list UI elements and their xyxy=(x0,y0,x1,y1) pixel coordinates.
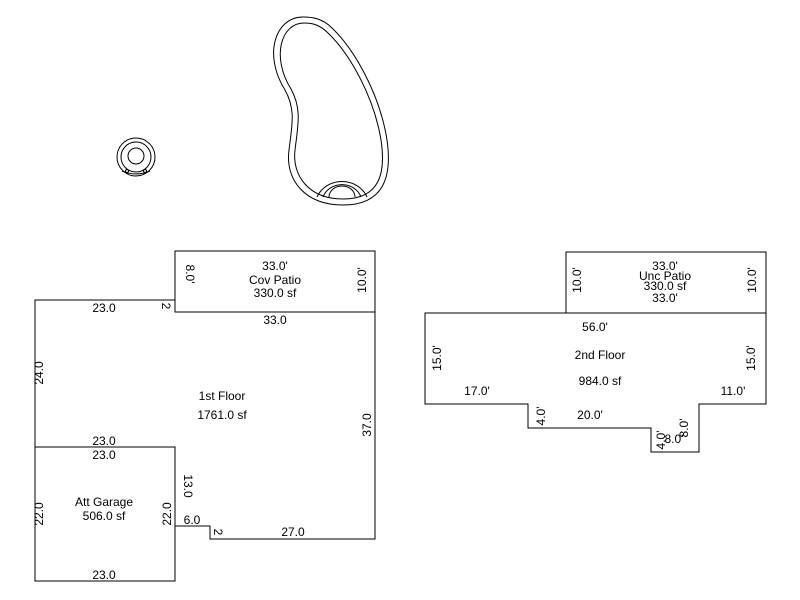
unc-patio-area: 33.0' Unc Patio 330.0 sf 33.0' 10.0' 10.… xyxy=(565,251,767,314)
pool-icon xyxy=(273,16,389,206)
cov-patio-right-dim: 10.0' xyxy=(355,267,369,293)
second-floor-left-dim: 15.0' xyxy=(430,345,444,371)
cov-patio-top-dim: 33.0' xyxy=(262,259,288,273)
garage-area: 23.0 13.0 Att Garage 506.0 sf 22.0 22.0 … xyxy=(32,446,195,582)
second-floor-step-left-dim: 4.0' xyxy=(534,407,548,426)
unc-patio-left-dim: 10.0' xyxy=(570,267,584,293)
spa-icon xyxy=(116,137,156,177)
second-floor-right-dim: 15.0' xyxy=(744,345,758,371)
first-floor-right-dim: 37.0 xyxy=(360,413,374,437)
second-floor-top-dim: 56.0' xyxy=(582,320,608,334)
cov-patio-area-label: 330.0 sf xyxy=(254,286,297,300)
garage-bottom-dim: 23.0 xyxy=(92,568,116,582)
garage-right-upper-dim: 13.0 xyxy=(181,474,195,498)
second-floor-name: 2nd Floor xyxy=(575,348,626,362)
second-floor-step-small-dim: 4.0' xyxy=(654,431,668,450)
cov-patio-name: Cov Patio xyxy=(249,273,301,287)
first-floor-area-label: 1761.0 sf xyxy=(197,408,247,422)
garage-top-dim: 23.0 xyxy=(92,448,116,462)
unc-patio-right-dim: 10.0' xyxy=(745,267,759,293)
second-floor-bottom-right-dim: 11.0' xyxy=(721,384,746,398)
second-floor-bottom-left-dim: 17.0' xyxy=(464,384,490,398)
garage-right-dim: 22.0 xyxy=(160,502,174,526)
second-floor-bottom-mid-dim: 20.0' xyxy=(577,408,603,422)
notch-width-dim: 6.0 xyxy=(184,513,201,527)
cov-patio-area: 33.0' Cov Patio 330.0 sf 8.0' 10.0' xyxy=(174,250,376,313)
garage-top-outer-dim: 23.0 xyxy=(92,434,116,448)
unc-patio-name: Unc Patio xyxy=(639,269,691,283)
unc-patio-top-dim: 33.0' xyxy=(652,259,678,273)
garage-area-label: 506.0 sf xyxy=(83,509,126,523)
second-floor-area: 56.0' 2nd Floor 984.0 sf 15.0' 15.0' 17.… xyxy=(424,312,767,453)
second-floor-step-right-dim: 8.0' xyxy=(677,419,691,438)
garage-left-dim: 22.0 xyxy=(32,502,46,526)
unc-patio-area-label: 330.0 sf xyxy=(644,279,687,293)
first-floor-top-dim: 23.0 xyxy=(92,301,116,315)
first-floor-left-dim: 24.0 xyxy=(32,361,46,385)
first-floor-name: 1st Floor xyxy=(199,389,246,403)
first-floor-step-dim: 2 xyxy=(159,303,173,310)
first-floor-bottom-dim: 27.0 xyxy=(281,525,305,539)
notch-small-dim: 2 xyxy=(211,529,225,536)
first-floor-top-right-dim: 33.0 xyxy=(263,313,287,327)
first-floor-area: 23.0 2 33.0 24.0 37.0 1st Floor 1761.0 s… xyxy=(32,299,376,540)
second-floor-bottom-small-dim: 8.0' xyxy=(665,432,684,446)
cov-patio-left-dim: 8.0' xyxy=(183,265,197,284)
second-floor-area-label: 984.0 sf xyxy=(579,374,622,388)
garage-name: Att Garage xyxy=(75,495,133,509)
unc-patio-bottom-dim: 33.0' xyxy=(652,291,678,305)
